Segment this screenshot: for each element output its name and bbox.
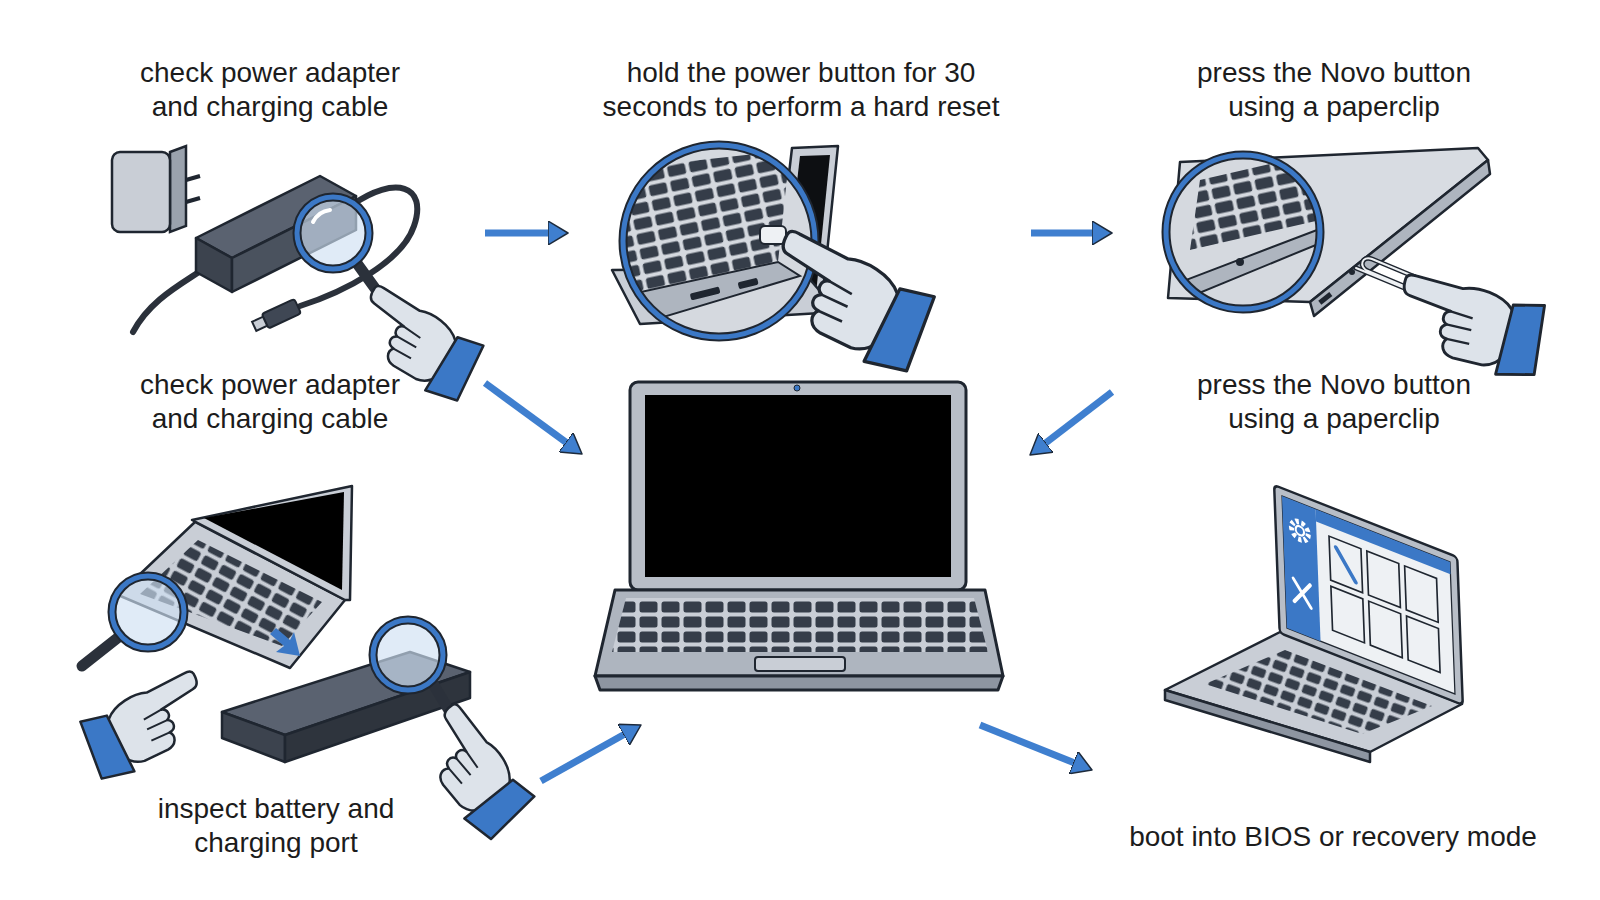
webcam [794, 385, 800, 391]
menu-tile [1369, 601, 1403, 658]
step-panel: press the Novo button using a paperclip p… [1112, 50, 1540, 442]
flow-arrow [541, 734, 625, 781]
step-caption: press the Novo button using a paperclip [1184, 56, 1484, 124]
wrench-icon [1336, 548, 1356, 583]
menu-tile [1405, 566, 1439, 623]
zoom-ring [1166, 155, 1320, 309]
menu-tile [1331, 586, 1365, 643]
port-slot [1318, 292, 1332, 305]
bios-laptop-figure [1165, 485, 1463, 762]
wall-plug-side [170, 146, 186, 232]
novo-hole [1349, 269, 1355, 275]
step-panel: inspect battery and charging port [60, 480, 541, 866]
step-caption: press the Novo button using a paperclip [1184, 368, 1484, 436]
magnifier-ring [297, 197, 369, 269]
step-panel: check power adapter and charging cable ch… [100, 50, 485, 442]
pointing-hand [72, 661, 221, 788]
novo-hole [1236, 258, 1244, 266]
magnifier-lens [112, 576, 184, 648]
hand [1386, 262, 1555, 385]
plug-prong [186, 176, 200, 180]
dc-plug [251, 299, 301, 334]
laptop-edge [1165, 690, 1370, 762]
step-caption: check power adapter and charging cable [120, 368, 420, 436]
removal-arrow [270, 628, 300, 656]
laptop-lid [1274, 485, 1463, 705]
lens-glare [313, 210, 330, 222]
keyboard-deck [612, 598, 988, 652]
step-caption: check power adapter and charging cable [120, 56, 420, 124]
adapter-side [196, 238, 232, 292]
laptop-panel [582, 378, 1030, 725]
battery-side [222, 712, 285, 762]
power-cable [133, 268, 205, 332]
flow-arrow [1031, 230, 1094, 237]
zoom-view [604, 150, 800, 330]
step-caption: hold the power button for 30 seconds to … [596, 56, 1006, 124]
laptop-screen [1282, 496, 1455, 694]
flow-arrow [485, 230, 550, 237]
magnifier-ring [373, 620, 443, 690]
laptop-base [595, 590, 1003, 676]
plug-prong [186, 198, 200, 202]
step-panel: boot into BIOS or recovery mode [1092, 460, 1560, 860]
magnifier-lens [297, 197, 369, 269]
menu-tile [1329, 536, 1363, 593]
laptop-screen [645, 395, 951, 577]
power-button [760, 226, 786, 244]
menu-tile [1407, 616, 1441, 673]
step-caption: boot into BIOS or recovery mode [1113, 820, 1553, 854]
gear-icon [1295, 525, 1304, 537]
hand [407, 697, 540, 845]
center-laptop-figure [595, 382, 1003, 690]
tools-icon [1293, 579, 1311, 608]
gear-icon [1291, 519, 1308, 543]
trackpad [755, 657, 845, 671]
laptop-lid [630, 382, 966, 590]
port-slot [738, 278, 759, 290]
laptop-lid [192, 486, 352, 600]
laptop-screen [204, 492, 344, 590]
zoom-ring-outline [1166, 155, 1320, 309]
flow-arrow [980, 725, 1075, 763]
keyboard-keys [612, 598, 988, 652]
novo-button-figure [1160, 148, 1555, 386]
flow-arrow [485, 383, 567, 443]
menu-column [1282, 496, 1321, 641]
menu-tile [1367, 551, 1401, 608]
hard-reset-figure [604, 145, 946, 382]
laptop-edge [595, 676, 1003, 690]
port-slot [690, 286, 721, 300]
magnifier-lens [373, 620, 443, 690]
hand [752, 217, 946, 382]
plug-body [262, 299, 301, 329]
magnifier-handle [82, 636, 120, 666]
step-caption: inspect battery and charging port [126, 792, 426, 860]
plug-tip [252, 317, 267, 331]
step-panel: hold the power button for 30 seconds to … [568, 50, 1031, 355]
battery-front [285, 672, 470, 762]
magnifier-ring [112, 576, 184, 648]
battery-figure [72, 486, 540, 845]
bios-screen [1274, 485, 1463, 705]
flow-arrow [1044, 392, 1112, 444]
wall-plug [112, 152, 170, 232]
